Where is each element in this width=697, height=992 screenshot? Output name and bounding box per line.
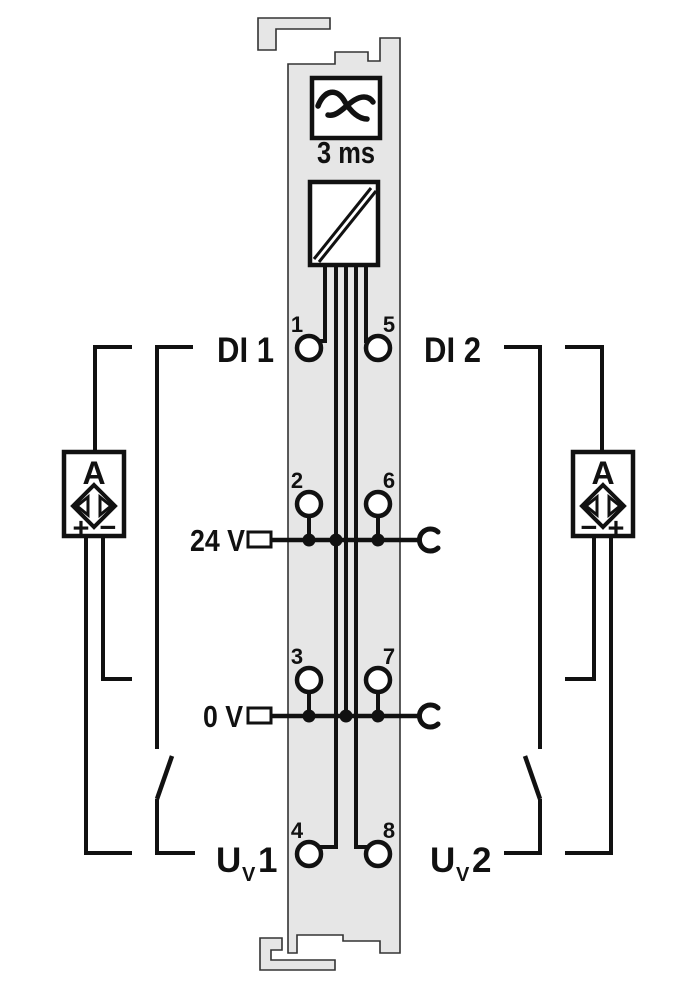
switch-contact-icon — [154, 755, 175, 800]
junction-dot — [329, 533, 343, 547]
galvanic-isolation — [307, 179, 381, 268]
channel-2-supply-label: U — [430, 841, 455, 880]
contact-8-circle — [363, 839, 393, 869]
sensor-plus-lead — [84, 536, 132, 855]
contact-stems — [307, 514, 380, 716]
contact-1: 1 — [291, 312, 324, 363]
power-jumper-contact-icon — [417, 702, 441, 730]
contact-3-number: 3 — [291, 644, 303, 669]
channel-1-supply-index: 1 — [258, 841, 277, 880]
contact-2-circle — [294, 489, 324, 519]
switch-bottom-lead — [155, 799, 195, 855]
sensor-box — [61, 449, 127, 539]
contact-8-number: 8 — [383, 818, 395, 843]
sensor-plus-lead — [565, 536, 613, 855]
sensor-diamond-icon — [70, 482, 118, 530]
contact-2-number: 2 — [291, 468, 303, 493]
switch-contact-icon — [522, 755, 543, 800]
sensor-box — [570, 449, 636, 539]
sine-wave-icon — [315, 89, 370, 122]
sensor-diamond-triangle-icon — [583, 493, 599, 519]
channel-2-external: DI 2 U V 2 A − + — [424, 331, 636, 886]
contact-2: 2 — [291, 468, 324, 519]
contact-5-number: 5 — [383, 312, 395, 337]
contact-7: 7 — [363, 644, 395, 695]
sensor-minus-lead — [101, 536, 132, 681]
rail-0v-label: 0 V — [203, 699, 243, 734]
module-bottom-clip — [259, 937, 336, 971]
sine-wave-icon — [325, 94, 376, 118]
channel-1-input-label: DI 1 — [217, 331, 274, 370]
sensor-letter: A — [82, 455, 105, 491]
rail-24v-label: 24 V — [190, 523, 245, 558]
contact-6-circle — [363, 489, 393, 519]
sensor-symbol: A − + — [570, 449, 636, 545]
contact-4-circle — [294, 839, 324, 869]
sensor-minus-lead — [565, 536, 596, 681]
channel-1-external: DI 1 U V 1 A + − — [61, 331, 277, 886]
rail-24v-connector — [246, 530, 273, 549]
rail-0v-connector — [246, 706, 273, 725]
power-jumper-contact-icon — [417, 526, 441, 554]
contact-6: 6 — [363, 468, 395, 519]
channel-2-input-label: DI 2 — [424, 331, 481, 370]
sensor-diamond-triangle-icon — [74, 493, 90, 519]
contact-1-number: 1 — [291, 312, 303, 337]
contact-3: 3 — [291, 644, 324, 695]
contact-7-number: 7 — [383, 644, 395, 669]
sensor-symbol: A + − — [61, 449, 127, 545]
sensor-diamond-triangle-icon — [607, 493, 623, 519]
contact-6-number: 6 — [383, 468, 395, 493]
contact-8: 8 — [363, 818, 395, 869]
sensor-polarity-left: + — [73, 513, 90, 545]
channel-2-supply-subscript: V — [456, 864, 470, 886]
sensor-top-lead — [565, 345, 604, 452]
module-top-clip — [257, 17, 331, 51]
filter-time-label: 3 ms — [317, 135, 375, 170]
module: 3 ms 24 V 0 V — [190, 17, 441, 971]
sensor-diamond-triangle-icon — [98, 493, 114, 519]
contact-4: 4 — [291, 818, 324, 869]
isolation-diagonal-icon — [317, 190, 378, 263]
contact-7-circle — [363, 665, 393, 695]
contact-5-circle — [363, 333, 393, 363]
sensor-polarity-right: + — [608, 513, 625, 545]
sensor-polarity-right: − — [100, 512, 117, 544]
contact-1-circle — [294, 333, 324, 363]
channel-1-supply-label: U — [216, 841, 241, 880]
channel-1-supply-subscript: V — [242, 864, 256, 886]
junction-dot — [339, 709, 353, 723]
sensor-top-lead — [93, 345, 132, 452]
channel-2-supply-index: 2 — [472, 841, 491, 880]
sensor-letter: A — [591, 455, 614, 491]
contacts: 1 5 2 6 3 7 4 — [291, 312, 395, 869]
switch-top-lead — [155, 345, 193, 749]
contact-5: 5 — [363, 312, 395, 363]
contact-3-circle — [294, 665, 324, 695]
switch-bottom-lead — [504, 799, 542, 855]
input-filter: 3 ms — [309, 75, 383, 170]
switch-top-lead — [504, 345, 542, 749]
contact-4-number: 4 — [291, 818, 304, 843]
isolation-diagonal-icon — [312, 187, 373, 260]
sensor-diamond-icon — [579, 482, 627, 530]
sensor-polarity-left: − — [581, 512, 598, 544]
